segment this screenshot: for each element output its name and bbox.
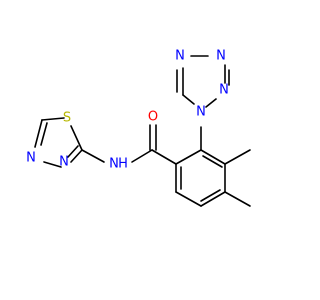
atom-n-tetrazole-2: N	[219, 83, 229, 98]
atom-n-thiadiazole-4: N	[26, 151, 36, 166]
bond-c1-carbonyl	[151, 149, 177, 165]
bond-c4-c5-inner	[200, 189, 221, 202]
atom-n-thiadiazole-3: N	[59, 155, 69, 170]
atom-o-carbonyl: O	[148, 110, 158, 125]
bond-td-c2-s	[70, 125, 83, 151]
atom-n-amide: N	[109, 157, 119, 172]
bond-td-n4-n3	[43, 161, 62, 168]
bond-c2-c3	[200, 149, 226, 165]
bond-tz-n2-n1	[205, 98, 217, 108]
atom-n-tetrazole-4: N	[175, 49, 185, 64]
bond-c5-c6	[175, 191, 202, 207]
bond-c4-methyl	[224, 191, 251, 207]
atom-labels: N N N N O N N S N H	[26, 49, 229, 172]
bond-nh-thiadiazole	[81, 149, 105, 163]
atom-n-tetrazole-1: N	[196, 105, 206, 120]
atom-h-amide: H	[118, 157, 128, 172]
molecule-diagram: N N N N O N N S N H	[26, 49, 251, 207]
bond-c1-c2	[175, 149, 202, 165]
bond-c2-c3-inner	[202, 155, 223, 168]
bond-td-s-c5	[41, 117, 65, 121]
molecule-structure: N N N N O N N S N H	[26, 49, 251, 207]
atom-n-tetrazole-3: N	[216, 49, 226, 64]
bond-td-n3-c2-1	[70, 149, 83, 163]
bond-td-c5-n4-1	[34, 119, 43, 148]
bond-c3-methyl	[224, 149, 251, 165]
bond-carbonyl-nh	[131, 149, 153, 163]
bond-tz-n1-c5	[182, 94, 195, 105]
bond-c4-c5	[200, 191, 226, 207]
atom-s-thiadiazole: S	[63, 111, 71, 126]
bonds	[34, 55, 251, 207]
bond-td-n3-c2-2	[67, 145, 79, 158]
bond-td-c5-n4-2	[40, 122, 48, 146]
